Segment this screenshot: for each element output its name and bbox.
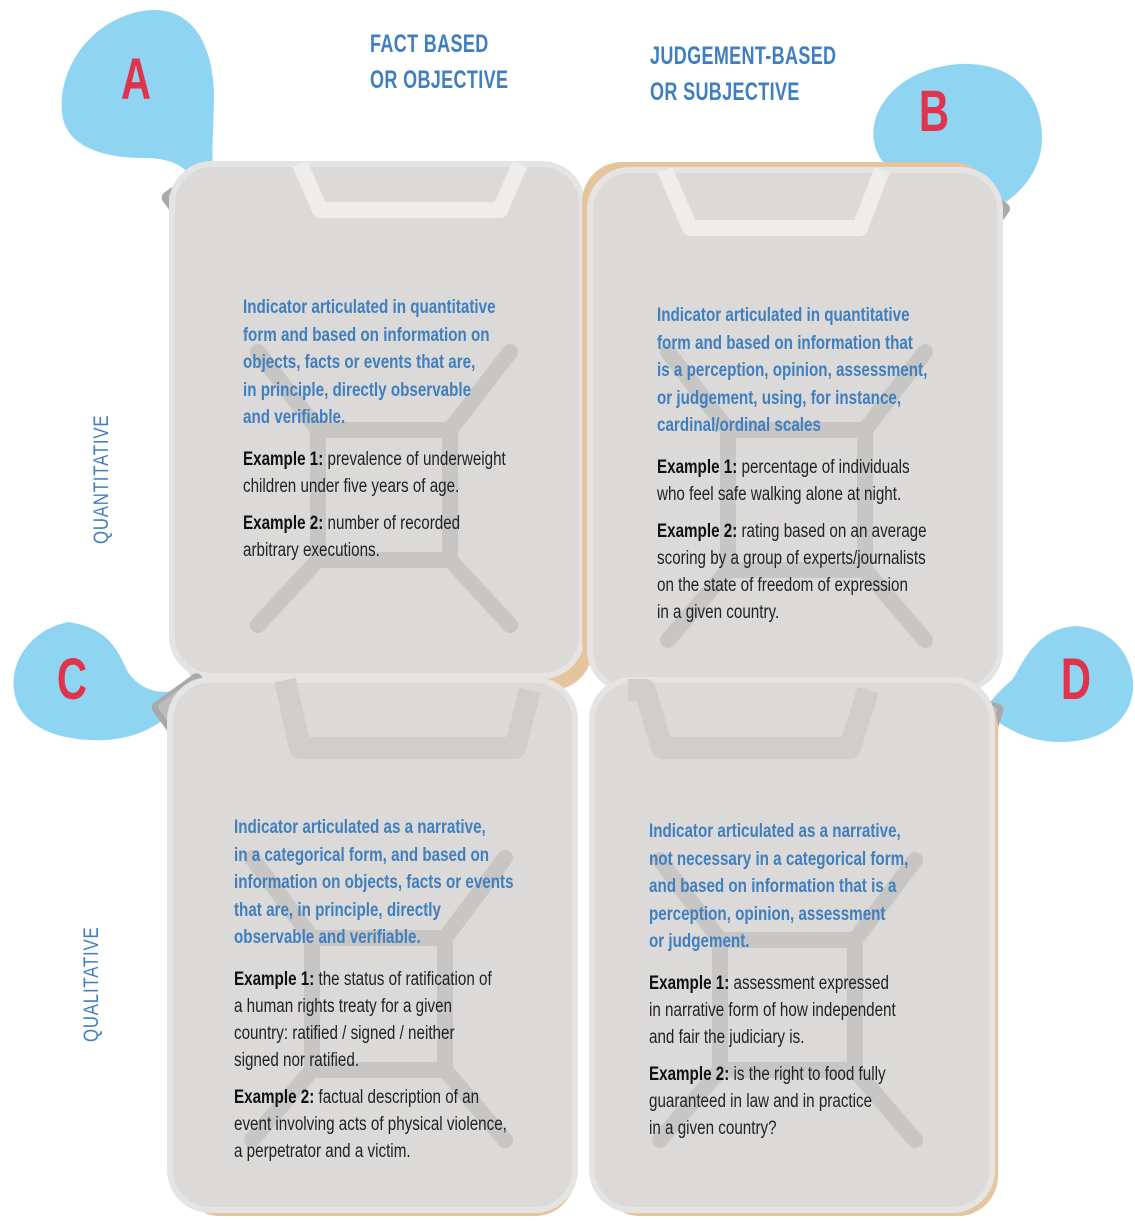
description-line: information on objects, facts or events: [234, 872, 514, 893]
card-c-example-2: Example 2: factual description of an eve…: [234, 1084, 534, 1165]
example-text: the status of ratification of: [318, 968, 492, 990]
description-line: form and based on information that: [657, 332, 913, 354]
card-d-description: Indicator articulated as a narrative, no…: [649, 818, 949, 956]
example-text: factual description of an: [318, 1086, 480, 1108]
jerrycan-b: [582, 63, 1043, 693]
bubble-b-shape: [873, 63, 1043, 219]
card-b-example-2: Example 2: rating based on an average sc…: [657, 518, 957, 626]
row-label-qualitative: QUALITATIVE: [80, 926, 103, 1042]
example-label: Example 2:: [234, 1086, 315, 1108]
example-label: Example 2:: [649, 1063, 730, 1085]
example-text: who feel safe walking alone at night.: [657, 483, 902, 505]
example-text: in narrative form of how independent: [649, 999, 896, 1021]
example-text: signed nor ratified.: [234, 1049, 360, 1071]
column-header-line: FACT BASED: [370, 30, 489, 58]
example-text: and fair the judiciary is.: [649, 1026, 805, 1048]
description-line: Indicator articulated in quantitative: [243, 297, 496, 318]
example-text: in a given country?: [649, 1117, 777, 1139]
example-label: Example 2:: [657, 520, 738, 542]
card-b-example-1: Example 1: percentage of individuals who…: [657, 454, 957, 508]
card-c-text: Indicator articulated as a narrative, in…: [234, 814, 534, 1175]
bubble-letter-a: A: [120, 47, 152, 112]
card-d-example-2: Example 2: is the right to food fully gu…: [649, 1061, 949, 1142]
example-text: a human rights treaty for a given: [234, 995, 452, 1017]
bubble-letter-d: D: [1060, 647, 1092, 712]
jerrycan-c: [13, 622, 578, 1216]
description-line: perception, opinion, assessment: [649, 903, 886, 925]
example-text: country: ratified / signed / neither: [234, 1022, 455, 1044]
description-line: or judgement, using, for instance,: [657, 387, 902, 409]
bubble-d-shape: [985, 626, 1134, 742]
example-text: on the state of freedom of expression: [657, 574, 908, 596]
description-line: or judgement.: [649, 931, 750, 952]
description-line: Indicator articulated as a narrative,: [234, 817, 486, 838]
description-line: and based on information that is a: [649, 876, 897, 897]
column-header-judgement-based: JUDGEMENT-BASED OR SUBJECTIVE: [650, 38, 836, 110]
card-a-text: Indicator articulated in quantitative fo…: [243, 294, 543, 574]
description-line: in a categorical form, and based on: [234, 844, 490, 866]
example-text: in a given country.: [657, 601, 780, 623]
card-a-example-1: Example 1: prevalence of underweight chi…: [243, 446, 543, 500]
description-line: observable and verifiable.: [234, 927, 421, 948]
example-text: is the right to food fully: [733, 1063, 886, 1085]
example-text: a perpetrator and a victim.: [234, 1140, 411, 1162]
example-label: Example 1:: [657, 456, 738, 478]
description-line: Indicator articulated in quantitative: [657, 305, 910, 326]
example-text: arbitrary executions.: [243, 539, 380, 561]
bubble-c-shape: [13, 622, 186, 741]
row-label-quantitative: QUANTITATIVE: [90, 414, 113, 544]
card-d-example-1: Example 1: assessment expressed in narra…: [649, 970, 949, 1051]
column-header-line: JUDGEMENT-BASED: [650, 42, 837, 70]
example-label: Example 2:: [243, 512, 324, 534]
example-text: children under five years of age.: [243, 475, 460, 497]
description-line: not necessary in a categorical form,: [649, 848, 909, 870]
example-text: number of recorded: [327, 512, 461, 534]
card-c-example-1: Example 1: the status of ratification of…: [234, 966, 534, 1074]
card-d-text: Indicator articulated as a narrative, no…: [649, 818, 949, 1152]
card-c-description: Indicator articulated as a narrative, in…: [234, 814, 534, 952]
example-text: percentage of individuals: [741, 456, 910, 478]
example-text: guaranteed in law and in practice: [649, 1090, 873, 1112]
column-header-line: OR OBJECTIVE: [370, 66, 509, 94]
example-text: scoring by a group of experts/journalist…: [657, 547, 926, 569]
description-line: cardinal/ordinal scales: [657, 415, 821, 436]
description-line: form and based on information on: [243, 324, 490, 346]
jerrycan-a: [61, 9, 592, 690]
jerrycan-d: [589, 626, 1134, 1216]
column-header-fact-based: FACT BASED OR OBJECTIVE: [370, 26, 508, 98]
example-label: Example 1:: [649, 972, 730, 994]
card-b-description: Indicator articulated in quantitative fo…: [657, 302, 957, 440]
example-text: assessment expressed: [733, 972, 889, 994]
bubble-letter-b: B: [918, 79, 950, 144]
description-line: objects, facts or events that are,: [243, 352, 476, 373]
column-header-line: OR SUBJECTIVE: [650, 78, 800, 106]
description-line: is a perception, opinion, assessment,: [657, 360, 928, 381]
bubble-letter-c: C: [56, 647, 88, 712]
description-line: Indicator articulated as a narrative,: [649, 821, 901, 842]
description-line: in principle, directly observable: [243, 379, 472, 401]
example-text: prevalence of underweight: [327, 448, 506, 470]
example-text: rating based on an average: [741, 520, 927, 542]
example-label: Example 1:: [243, 448, 324, 470]
card-a-example-2: Example 2: number of recorded arbitrary …: [243, 510, 543, 564]
card-a-description: Indicator articulated in quantitative fo…: [243, 294, 543, 432]
example-text: event involving acts of physical violenc…: [234, 1113, 507, 1135]
bubble-a-shape: [61, 9, 215, 198]
card-b-text: Indicator articulated in quantitative fo…: [657, 302, 957, 636]
description-line: and verifiable.: [243, 407, 346, 428]
description-line: that are, in principle, directly: [234, 899, 441, 921]
example-label: Example 1:: [234, 968, 315, 990]
